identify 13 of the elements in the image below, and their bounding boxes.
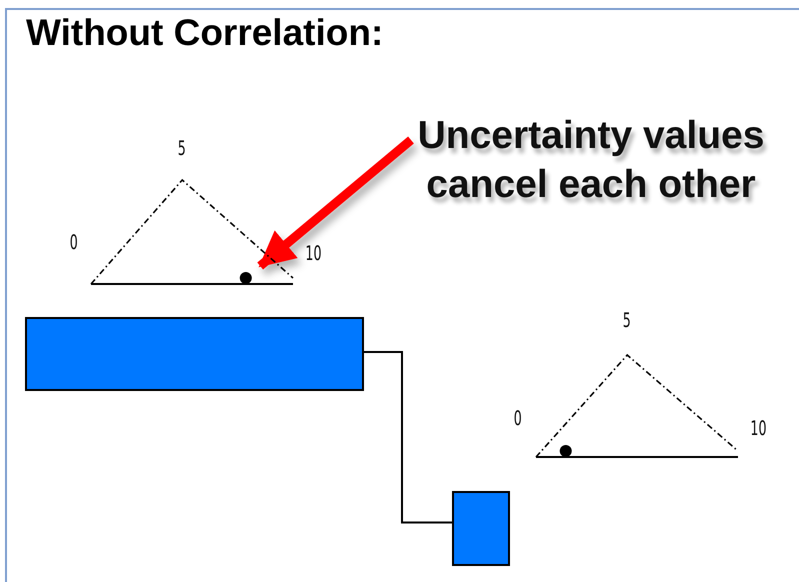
- duration-bar: [25, 317, 364, 391]
- connector-line: [364, 351, 452, 524]
- arrow: [552, 220, 588, 420]
- tick-label: 10: [305, 243, 322, 263]
- callout-text: Uncertainty values cancel each other: [416, 113, 766, 208]
- tick-label: 5: [622, 310, 631, 330]
- arrow: [257, 136, 414, 270]
- tick-label: 0: [514, 408, 522, 428]
- tick-label: 10: [750, 418, 766, 438]
- tick-label: 0: [70, 232, 78, 252]
- title: Without Correlation:: [26, 12, 384, 54]
- duration-block: [452, 491, 510, 566]
- tick-label: 5: [178, 138, 186, 158]
